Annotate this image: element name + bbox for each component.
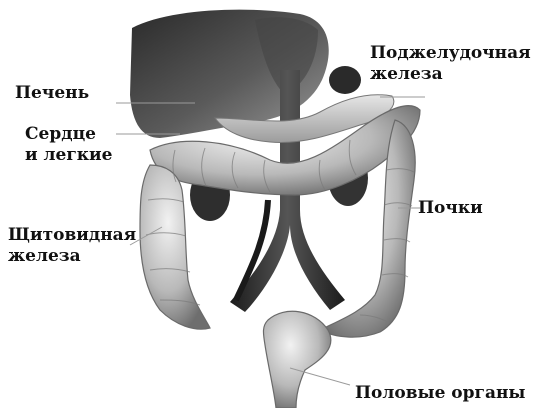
label-heart-lungs: Сердце и легкие [25, 124, 112, 166]
label-liver: Печень [15, 83, 89, 104]
label-thyroid-line1: Щитовидная [8, 225, 136, 246]
label-heart-lungs-line1: Сердце [25, 124, 112, 145]
label-pancreas-line1: Поджелудочная [370, 43, 531, 64]
rectum-shape [263, 311, 330, 408]
label-liver-text: Печень [15, 83, 89, 104]
label-genitals-text: Половые органы [355, 383, 525, 404]
label-heart-lungs-line2: и легкие [25, 145, 112, 166]
spleen-shape [329, 66, 361, 94]
label-pancreas-line2: железа [370, 64, 531, 85]
label-thyroid-line2: железа [8, 246, 136, 267]
label-pancreas: Поджелудочная железа [370, 43, 531, 85]
label-kidneys-text: Почки [418, 198, 483, 219]
label-kidneys: Почки [418, 198, 483, 219]
label-genitals: Половые органы [355, 383, 525, 404]
label-thyroid: Щитовидная железа [8, 225, 136, 267]
